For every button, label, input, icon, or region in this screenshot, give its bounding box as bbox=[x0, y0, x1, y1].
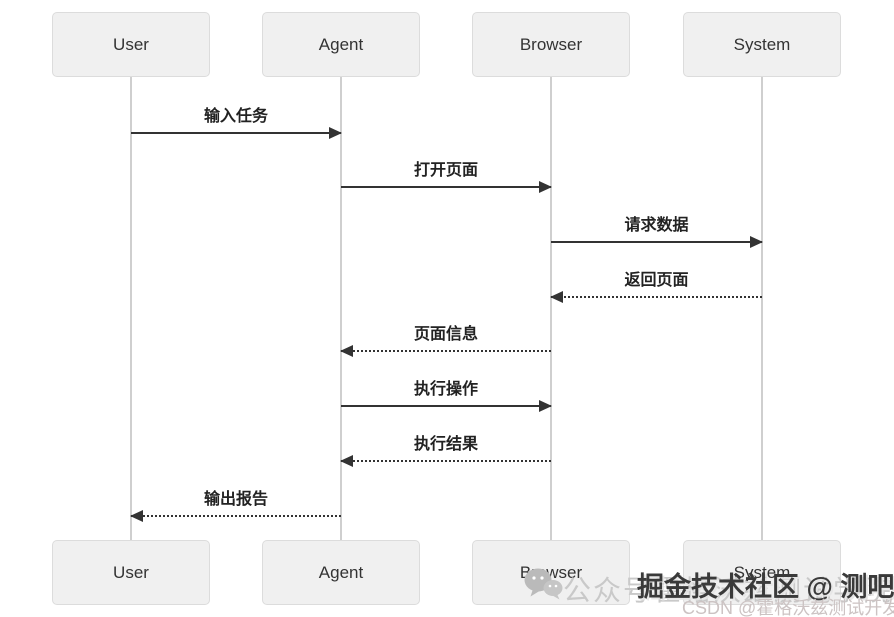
arrowhead-left-icon bbox=[550, 291, 563, 303]
message-label: 执行操作 bbox=[413, 381, 478, 398]
actor-box-browser-bottom: Browser bbox=[472, 540, 630, 605]
message-line-dashed bbox=[341, 350, 551, 352]
message-line-dashed bbox=[341, 460, 551, 462]
actor-label: Agent bbox=[318, 562, 364, 582]
wechat-icon bbox=[524, 568, 563, 600]
message-agent-to-user: 输出报告 bbox=[130, 485, 341, 523]
lifeline-user bbox=[130, 77, 132, 540]
message-line-solid bbox=[341, 186, 551, 188]
message-agent-to-browser: 打开页面 bbox=[341, 156, 552, 194]
actor-label: Browser bbox=[519, 34, 583, 54]
lifeline-system bbox=[761, 77, 763, 540]
actor-label: System bbox=[733, 562, 791, 582]
watermark-juejin: 掘金技术社区 @ 测吧 bbox=[637, 572, 894, 602]
arrowhead-right-icon bbox=[329, 127, 342, 139]
arrowhead-right-icon bbox=[539, 400, 552, 412]
message-line-dashed bbox=[131, 515, 341, 517]
message-browser-to-agent: 页面信息 bbox=[340, 320, 551, 358]
message-agent-to-browser: 执行操作 bbox=[341, 375, 552, 413]
message-browser-to-agent: 执行结果 bbox=[340, 430, 551, 468]
actor-label: User bbox=[113, 34, 149, 54]
message-user-to-agent: 输入任务 bbox=[131, 102, 342, 140]
lifeline-agent bbox=[340, 77, 342, 540]
arrowhead-right-icon bbox=[750, 236, 763, 248]
arrowhead-right-icon bbox=[539, 181, 552, 193]
actor-label: Agent bbox=[318, 34, 364, 54]
watermark-csdn: CSDN @霍格沃兹测试开发 bbox=[682, 598, 894, 617]
message-system-to-browser: 返回页面 bbox=[550, 266, 762, 304]
actor-box-agent-bottom: Agent bbox=[262, 540, 420, 605]
message-label: 打开页面 bbox=[413, 162, 478, 179]
actor-box-agent-top: Agent bbox=[262, 12, 420, 77]
actor-label: System bbox=[733, 34, 791, 54]
message-line-solid bbox=[131, 132, 341, 134]
message-line-solid bbox=[341, 405, 551, 407]
arrowhead-left-icon bbox=[340, 455, 353, 467]
message-label: 输出报告 bbox=[203, 491, 268, 508]
actor-label: User bbox=[113, 562, 149, 582]
arrowhead-left-icon bbox=[340, 345, 353, 357]
message-line-solid bbox=[551, 241, 762, 243]
message-label: 返回页面 bbox=[624, 272, 689, 289]
actor-box-system-top: System bbox=[683, 12, 841, 77]
actor-box-user-bottom: User bbox=[52, 540, 210, 605]
watermark-wechat-account: 公众号霍格沃兹测试学院 bbox=[563, 575, 894, 606]
message-browser-to-system: 请求数据 bbox=[551, 211, 763, 249]
message-label: 页面信息 bbox=[413, 326, 478, 343]
arrowhead-left-icon bbox=[130, 510, 143, 522]
actor-box-system-bottom: System bbox=[683, 540, 841, 605]
message-label: 输入任务 bbox=[203, 108, 268, 125]
actor-box-browser-top: Browser bbox=[472, 12, 630, 77]
lifeline-browser bbox=[550, 77, 552, 540]
message-label: 请求数据 bbox=[624, 217, 689, 234]
message-line-dashed bbox=[551, 296, 762, 298]
actor-box-user-top: User bbox=[52, 12, 210, 77]
message-label: 执行结果 bbox=[413, 436, 478, 453]
